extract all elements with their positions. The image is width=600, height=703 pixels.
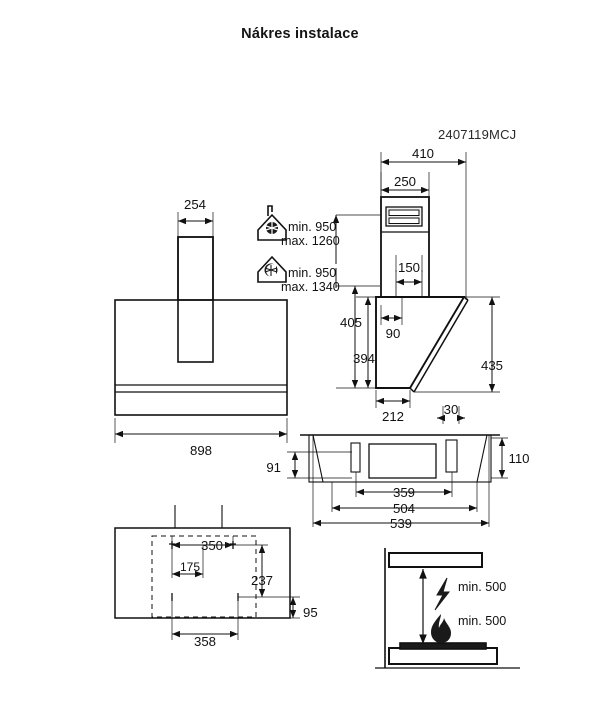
mounting-template-geometry bbox=[114, 505, 300, 640]
dim-base-depth: 212 bbox=[382, 409, 404, 424]
dim-inner-depth: 150 bbox=[398, 260, 420, 275]
house-with-chimney-ducted-icon bbox=[257, 205, 287, 241]
dim-chimney-width: 254 bbox=[184, 197, 206, 212]
dim-height-435: 435 bbox=[481, 358, 503, 373]
dim-plan-offset: 91 bbox=[266, 460, 281, 475]
dim-plan-inner: 359 bbox=[393, 485, 415, 500]
model-code-label: 2407119MCJ bbox=[438, 127, 517, 142]
side-elevation-geometry bbox=[336, 152, 500, 424]
dim-overhang-30: 30 bbox=[444, 402, 459, 417]
electric-hob-bolt-icon bbox=[434, 577, 451, 611]
dim-template-237: 237 bbox=[251, 573, 273, 588]
clearance-electric-label: min. 500 bbox=[458, 580, 506, 594]
install-height-2-max: max. 1340 bbox=[281, 280, 340, 294]
install-height-2-min: min. 950 bbox=[288, 266, 336, 280]
dim-plan-depth: 110 bbox=[508, 451, 529, 466]
front-elevation-geometry bbox=[114, 212, 288, 443]
dim-plan-middle: 504 bbox=[393, 501, 415, 516]
clearance-gas-label: min. 500 bbox=[458, 614, 506, 628]
clearance-diagram-geometry bbox=[375, 548, 520, 669]
dim-plan-outer: 539 bbox=[390, 516, 412, 531]
gas-hob-flame-icon bbox=[431, 614, 451, 643]
dim-template-95: 95 bbox=[303, 605, 318, 620]
install-height-1-min: min. 950 bbox=[288, 220, 336, 234]
dim-height-394: 394 bbox=[353, 351, 375, 366]
dim-template-top: 350 bbox=[201, 538, 223, 553]
dim-body-width: 898 bbox=[190, 443, 212, 458]
dim-height-405: 405 bbox=[340, 315, 362, 330]
plan-section-geometry bbox=[287, 434, 508, 527]
dim-depth-total: 410 bbox=[412, 146, 434, 161]
page-title: Nákres instalace bbox=[241, 26, 359, 42]
house-recirculation-icon bbox=[257, 255, 287, 283]
install-height-1-max: max. 1260 bbox=[281, 234, 340, 248]
install-height-leaders bbox=[332, 214, 381, 288]
dim-offset-90: 90 bbox=[386, 326, 401, 341]
dim-template-bottom: 358 bbox=[194, 634, 216, 649]
dim-chimney-depth: 250 bbox=[394, 174, 416, 189]
dim-template-175: 175 bbox=[180, 560, 200, 574]
